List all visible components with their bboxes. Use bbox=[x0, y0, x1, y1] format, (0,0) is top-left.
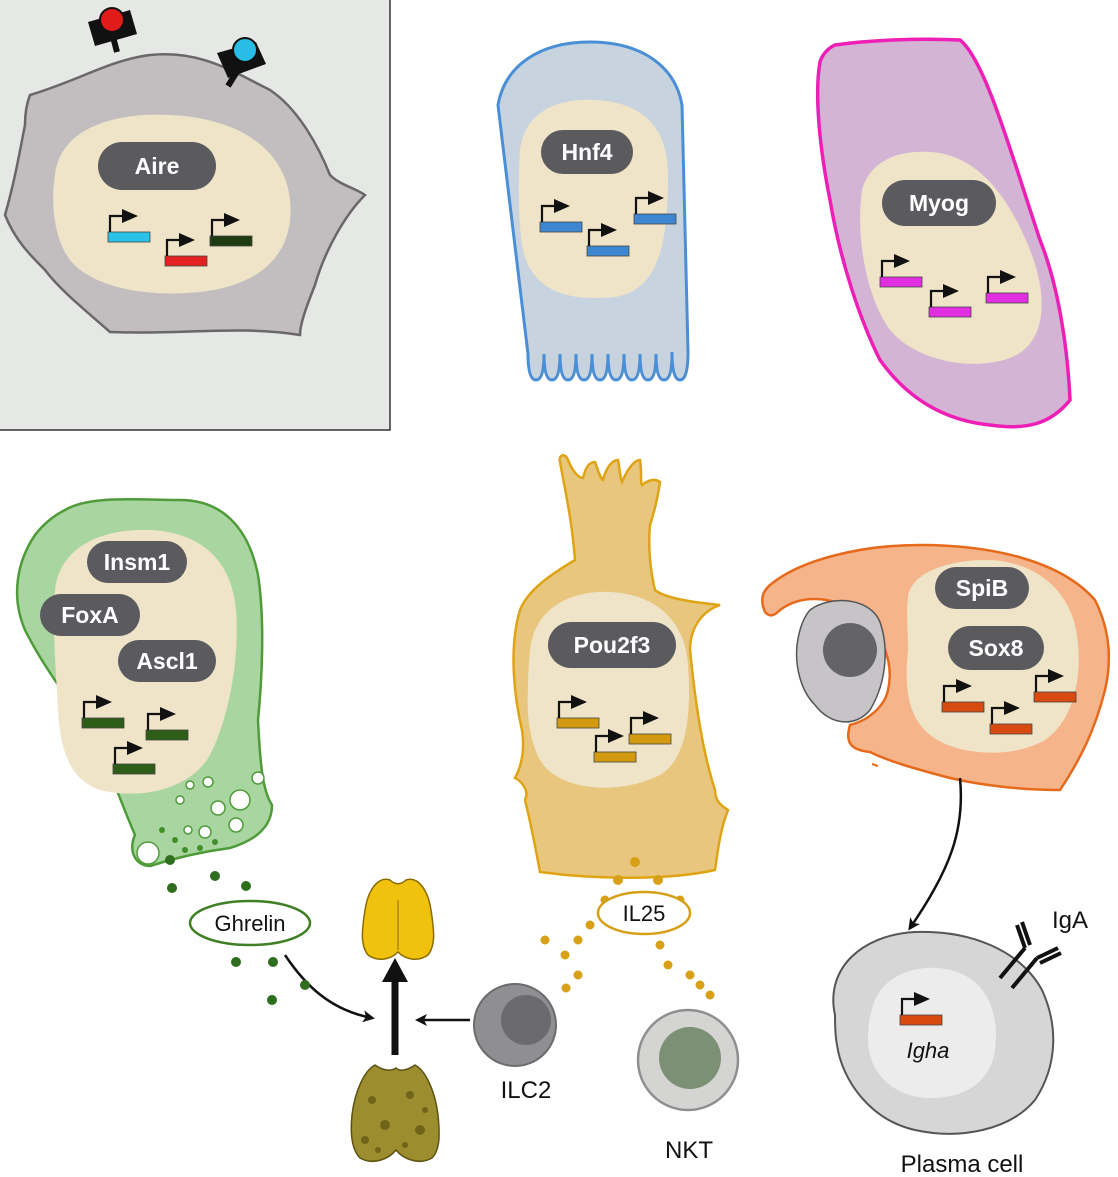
gene-marker-icon bbox=[586, 223, 630, 257]
plasma-cell-nucleus bbox=[868, 967, 996, 1099]
gene-marker-icon bbox=[941, 679, 985, 713]
pill-ascl1 bbox=[118, 640, 216, 682]
pill-sox8 bbox=[948, 626, 1044, 670]
thymus-atrophied-icon bbox=[350, 1064, 440, 1162]
pill-spib bbox=[935, 567, 1029, 609]
gene-marker-icon bbox=[112, 741, 156, 775]
m-cell bbox=[761, 543, 1111, 792]
igha-label: Igha bbox=[907, 1038, 950, 1063]
receptor-red-icon bbox=[88, 7, 137, 53]
tf-aire: Aire bbox=[135, 153, 180, 179]
tf-ascl1: Ascl1 bbox=[136, 648, 198, 674]
gene-markers bbox=[81, 191, 1077, 1026]
gene-marker-icon bbox=[539, 199, 583, 233]
ghrelin-arrow bbox=[283, 954, 375, 1023]
pill-pou2f3 bbox=[548, 622, 676, 668]
secreted-granules-dots bbox=[159, 827, 218, 853]
gene-marker-icon bbox=[899, 992, 943, 1026]
nkt-label: NKT bbox=[665, 1137, 713, 1164]
il25-dots bbox=[540, 857, 715, 1000]
gene-marker-icon bbox=[209, 213, 253, 247]
gene-marker-icon bbox=[593, 729, 637, 763]
mtec-nucleus bbox=[53, 114, 291, 294]
tf-insm1: Insm1 bbox=[104, 549, 171, 575]
myocyte-cell bbox=[815, 37, 1072, 429]
thymus-yellow-icon bbox=[361, 878, 435, 960]
tf-pou2f3: Pou2f3 bbox=[574, 632, 651, 658]
iga-antibody-icon bbox=[998, 921, 1062, 990]
arrows bbox=[283, 777, 963, 1055]
gene-marker-icon bbox=[145, 707, 189, 741]
tf-pills: Aire Hnf4 Myog Insm1 FoxA Ascl1 Pou2f3 S… bbox=[40, 130, 1044, 682]
enterocyte-cell bbox=[496, 40, 690, 382]
il25-oval bbox=[596, 890, 692, 936]
ghrelin-label: Ghrelin bbox=[215, 911, 286, 936]
gene-marker-icon bbox=[928, 284, 972, 318]
pill-insm1 bbox=[87, 541, 187, 583]
gene-marker-icon bbox=[985, 270, 1029, 304]
il25-label: IL25 bbox=[623, 901, 666, 926]
pill-hnf4 bbox=[541, 130, 633, 174]
gene-marker-icon bbox=[107, 209, 151, 243]
gene-marker-icon bbox=[164, 233, 208, 267]
tf-hnf4: Hnf4 bbox=[561, 139, 612, 165]
ghrelin-dots bbox=[165, 855, 310, 1005]
pill-foxa bbox=[40, 594, 140, 636]
tf-sox8: Sox8 bbox=[969, 635, 1024, 661]
gene-marker-icon bbox=[81, 695, 125, 729]
receptor-cyan-icon bbox=[217, 37, 266, 88]
pill-myog bbox=[882, 180, 996, 226]
gene-marker-icon bbox=[989, 701, 1033, 735]
ghrelin-oval bbox=[188, 899, 312, 947]
pill-aire bbox=[98, 142, 216, 190]
tf-myog: Myog bbox=[909, 190, 969, 216]
gene-marker-icon bbox=[556, 695, 600, 729]
gene-marker-icon bbox=[1033, 669, 1077, 703]
ilc2-cell bbox=[473, 983, 557, 1067]
mtec-panel bbox=[0, 0, 391, 431]
gene-marker-icon bbox=[628, 711, 672, 745]
tf-spib: SpiB bbox=[956, 575, 1008, 601]
ilc2-label: ILC2 bbox=[501, 1077, 552, 1104]
secretory-granules bbox=[136, 771, 265, 865]
iga-label: IgA bbox=[1052, 907, 1088, 934]
pocket-lymphocyte bbox=[795, 599, 886, 723]
gene-marker-icon bbox=[633, 191, 677, 225]
gene-marker-icon bbox=[879, 254, 923, 288]
nkt-cell bbox=[636, 1008, 740, 1112]
tf-foxa: FoxA bbox=[61, 602, 119, 628]
plasma-cell bbox=[832, 921, 1062, 1135]
mcell-to-plasma-arrow bbox=[908, 777, 963, 931]
plasma-cell-label: Plasma cell bbox=[901, 1151, 1024, 1177]
